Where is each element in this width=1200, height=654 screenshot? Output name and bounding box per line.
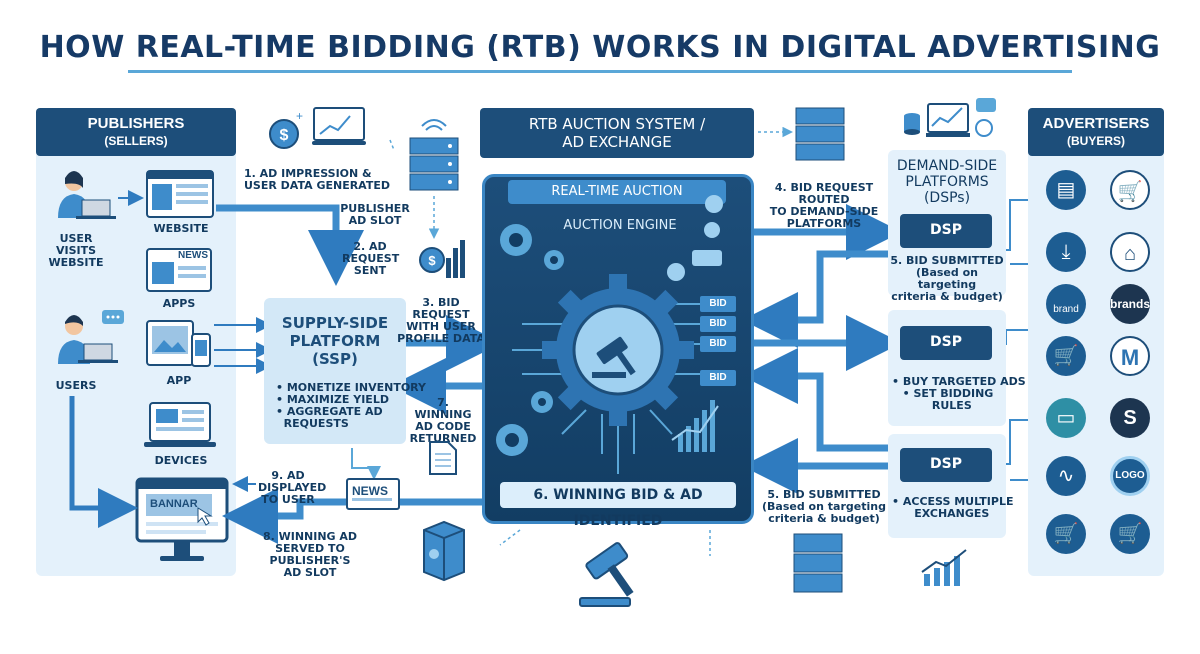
auction-engine-label: AUCTION ENGINE: [563, 218, 677, 233]
store-icon: ⌂: [1110, 232, 1150, 272]
apps-label: APPS: [162, 297, 196, 310]
publishers-subtitle: (SELLERS): [104, 134, 168, 148]
ssp-bullets: • MONETIZE INVENTORY • MAXIMIZE YIELD • …: [276, 381, 427, 430]
m-logo-label: M: [1120, 345, 1140, 370]
advertisers-header: ADVERTISERS (BUYERS): [1028, 108, 1164, 156]
coin-icon: $ +: [269, 109, 303, 149]
shopping-cart-icon: 🛒: [1046, 336, 1086, 376]
logo-label: LOGO: [1115, 470, 1145, 481]
laptop-device-icon: [144, 402, 216, 447]
document-icon: [429, 441, 457, 475]
ssp-title: SUPPLY-SIDE PLATFORM (SSP): [281, 314, 389, 368]
ad-display-icon: ▤: [1046, 170, 1086, 210]
publishers-title: PUBLISHERS: [87, 115, 185, 132]
exchange-title: RTB AUCTION SYSTEM / AD EXCHANGE: [528, 115, 706, 151]
advertisers-title: ADVERTISERS: [1042, 115, 1150, 132]
svg-text:$: $: [280, 127, 289, 144]
step5b-label: 5. BID SUBMITTED (Based on targeting cri…: [762, 488, 886, 525]
bid-tag-2: BID: [700, 316, 736, 332]
svg-text:+: +: [296, 109, 303, 123]
gavel-icon: [579, 542, 634, 607]
devices-label: DEVICES: [154, 454, 208, 467]
website-icon: [146, 170, 214, 218]
brand-label: brand: [1053, 304, 1079, 315]
server-stack-right-icon: [795, 107, 845, 161]
advertisers-subtitle: (BUYERS): [1066, 134, 1125, 148]
step1-label: 1. AD IMPRESSION & USER DATA GENERATED: [244, 167, 390, 192]
auction-engine-graphic: [496, 195, 723, 474]
step3-label: 3. BID REQUEST WITH USER PROFILE DATA: [397, 296, 485, 345]
dsp2-bullets: • BUY TARGETED ADS • SET BIDDING RULES: [892, 375, 1026, 412]
title-underline: [128, 70, 1072, 73]
news-app-icon: [146, 248, 212, 292]
cart-icon: 🛒: [1110, 170, 1150, 210]
news-window-label: NEWS: [352, 484, 388, 498]
users-laptop-icon: [58, 310, 124, 364]
dsp-button-3[interactable]: DSP: [900, 448, 992, 482]
brands-label: brands: [1110, 297, 1151, 311]
analytics-screen-icon: [312, 107, 366, 145]
dsp-monitor-icon: [904, 98, 996, 137]
server-stack-icon: [409, 119, 459, 191]
server-box-icon: [423, 520, 465, 582]
growth-chart-icon: [921, 549, 967, 586]
brands-logo-icon: brands: [1110, 284, 1150, 324]
coin-chart-icon: $: [419, 240, 465, 278]
bid-tag-4: BID: [700, 370, 736, 386]
website-label: WEBSITE: [153, 222, 209, 235]
cart-bottom-right-icon: 🛒: [1110, 514, 1150, 554]
step7-label: 7. WINNING AD CODE RETURNED: [409, 396, 477, 445]
step4-label: 4. BID REQUEST ROUTED TO DEMAND-SIDE PLA…: [769, 181, 879, 230]
dsp3-bullets: • ACCESS MULTIPLE EXCHANGES: [892, 495, 1014, 520]
step8-label: 8. WINNING AD SERVED TO PUBLISHER'S AD S…: [262, 530, 358, 579]
winning-bid-banner: 6. WINNING BID & AD IDENTIFIED: [500, 482, 736, 529]
svg-text:$: $: [428, 253, 436, 268]
page-title: HOW REAL-TIME BIDDING (RTB) WORKS IN DIG…: [39, 30, 1161, 65]
exchange-header: RTB AUCTION SYSTEM / AD EXCHANGE: [480, 108, 754, 158]
banner-label: BANNAR: [150, 498, 198, 510]
dsp-button-1[interactable]: DSP: [900, 214, 992, 248]
users-label: USERS: [55, 379, 97, 392]
user-visits-label: USER VISITS WEBSITE: [48, 232, 104, 269]
bird-logo-icon: ∿: [1046, 456, 1086, 496]
step2-label: 2. AD REQUEST SENT: [342, 240, 400, 277]
news-app-label: NEWS: [178, 250, 208, 261]
app-devices-icon: [146, 320, 211, 367]
news-window-icon: [346, 478, 400, 510]
step9-label: 9. AD DISPLAYED TO USER: [258, 469, 327, 506]
bid-tag-1: BID: [700, 296, 736, 312]
realtime-auction-banner: REAL-TIME AUCTION: [508, 180, 726, 204]
step5a-label: 5. BID SUBMITTED (Based on targeting cri…: [890, 254, 1004, 303]
screen-chart-icon: ▭: [1046, 398, 1086, 438]
m-logo-icon: M: [1110, 336, 1150, 376]
bid-tag-3: BID: [700, 336, 736, 352]
database-server-icon: [793, 533, 843, 593]
cart-bottom-icon: 🛒: [1046, 514, 1086, 554]
dsp-button-2[interactable]: DSP: [900, 326, 992, 360]
app-label: APP: [166, 374, 192, 387]
ssp-panel: [264, 298, 406, 444]
dsp-column-title: DEMAND-SIDE PLATFORMS (DSPs): [896, 158, 998, 206]
publisher-ad-slot-label: PUBLISHER AD SLOT: [340, 202, 410, 227]
download-cart-icon: ⤓: [1046, 232, 1086, 272]
banner-monitor-icon: [135, 477, 229, 561]
logo-badge-icon: LOGO: [1110, 456, 1150, 496]
publishers-header: PUBLISHERS (SELLERS): [36, 108, 236, 156]
user-laptop-icon: [58, 171, 116, 219]
shopify-bag-icon: S: [1110, 398, 1150, 438]
brand-cart-icon: brand: [1046, 284, 1086, 324]
